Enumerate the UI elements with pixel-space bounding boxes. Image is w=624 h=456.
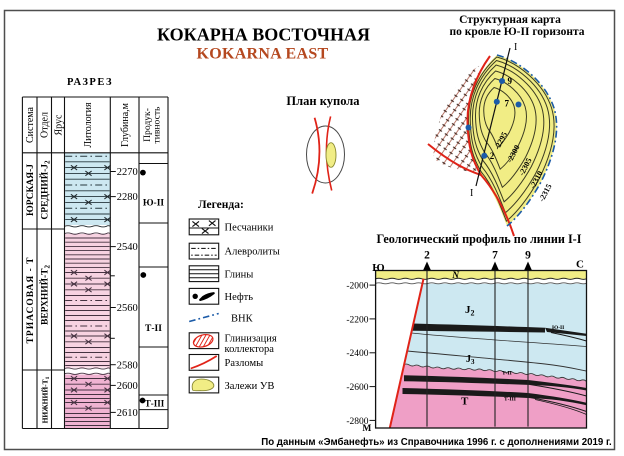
svg-text:-2600: -2600 <box>346 383 368 393</box>
svg-text:9: 9 <box>525 250 531 262</box>
svg-text:ТРИАСОВАЯ - Т: ТРИАСОВАЯ - Т <box>26 257 36 344</box>
svg-text:Структурная карта: Структурная карта <box>459 14 561 26</box>
svg-text:по кровле Ю-II горизонта: по кровле Ю-II горизонта <box>449 26 584 38</box>
svg-text:7: 7 <box>492 250 498 262</box>
svg-text:-2800: -2800 <box>346 417 368 427</box>
svg-text:ВНК: ВНК <box>231 313 254 324</box>
svg-text:Т: Т <box>461 396 469 408</box>
svg-text:Литология: Литология <box>83 102 94 148</box>
svg-text:Т-II: Т-II <box>145 324 162 334</box>
svg-text:2610: 2610 <box>117 408 138 419</box>
svg-text:I: I <box>514 42 517 53</box>
svg-text:9: 9 <box>508 76 513 86</box>
svg-text:Система: Система <box>25 106 36 143</box>
svg-text:Глины: Глины <box>225 269 254 280</box>
svg-text:2280: 2280 <box>117 192 138 203</box>
svg-text:Ярус: Ярус <box>53 114 64 136</box>
svg-text:2600: 2600 <box>117 381 138 392</box>
svg-text:Ю-II: Ю-II <box>143 198 165 208</box>
svg-text:тивность: тивность <box>151 106 162 143</box>
svg-text:2: 2 <box>424 250 430 262</box>
svg-text:Продук-: Продук- <box>142 108 153 142</box>
svg-text:Отдел: Отдел <box>39 112 50 138</box>
svg-text:N: N <box>451 271 460 281</box>
svg-text:Залежи УВ: Залежи УВ <box>225 381 275 392</box>
svg-text:7: 7 <box>505 99 510 109</box>
svg-text:Ю-II: Ю-II <box>552 325 564 331</box>
svg-text:Глинизация: Глинизация <box>225 334 277 345</box>
svg-text:М: М <box>362 424 371 434</box>
svg-text:Т-II: Т-II <box>502 370 512 376</box>
svg-text:Легенда:: Легенда: <box>198 199 244 211</box>
svg-text:ЮРСКАЯ-J: ЮРСКАЯ-J <box>26 164 36 216</box>
svg-text:Алевролиты: Алевролиты <box>225 247 280 258</box>
svg-text:РАЗРЕЗ: РАЗРЕЗ <box>67 77 113 88</box>
svg-text:Т-III: Т-III <box>504 397 516 403</box>
svg-text:Т-III: Т-III <box>145 399 165 409</box>
svg-text:-2200: -2200 <box>346 315 368 325</box>
svg-text:J2: J2 <box>465 304 475 318</box>
svg-text:-2400: -2400 <box>346 349 368 359</box>
svg-text:Нефть: Нефть <box>225 292 254 303</box>
svg-text:КОКАРНА ВОСТОЧНАЯ: КОКАРНА ВОСТОЧНАЯ <box>157 25 370 45</box>
svg-text:KOKARNA EAST: KOKARNA EAST <box>196 46 328 63</box>
svg-text:План купола: План купола <box>286 94 360 108</box>
svg-text:Ю: Ю <box>372 262 384 274</box>
svg-text:коллектора: коллектора <box>225 344 275 355</box>
svg-text:ВЕРХНИЙ-Т2: ВЕРХНИЙ-Т2 <box>38 265 51 326</box>
svg-text:По данным «Эмбанефть» из Справ: По данным «Эмбанефть» из Справочника 199… <box>261 437 612 448</box>
svg-text:J3: J3 <box>466 354 475 366</box>
svg-text:С: С <box>576 259 584 271</box>
svg-text:2270: 2270 <box>117 167 138 178</box>
svg-text:-2000: -2000 <box>346 282 368 292</box>
svg-text:СРЕДНИЙ-J2: СРЕДНИЙ-J2 <box>38 160 51 220</box>
svg-text:2560: 2560 <box>117 303 138 314</box>
svg-text:НИЖНИЙ-Т1: НИЖНИЙ-Т1 <box>40 376 51 423</box>
svg-text:Песчаники: Песчаники <box>225 222 274 233</box>
svg-text:Разломы: Разломы <box>225 358 264 369</box>
svg-text:2: 2 <box>490 151 495 161</box>
svg-text:Геологический профиль по линии: Геологический профиль по линии I-I <box>377 232 582 246</box>
svg-text:2580: 2580 <box>117 360 138 371</box>
svg-text:2540: 2540 <box>117 242 138 253</box>
svg-text:Глубина,м: Глубина,м <box>120 102 131 147</box>
svg-text:I: I <box>470 188 473 199</box>
